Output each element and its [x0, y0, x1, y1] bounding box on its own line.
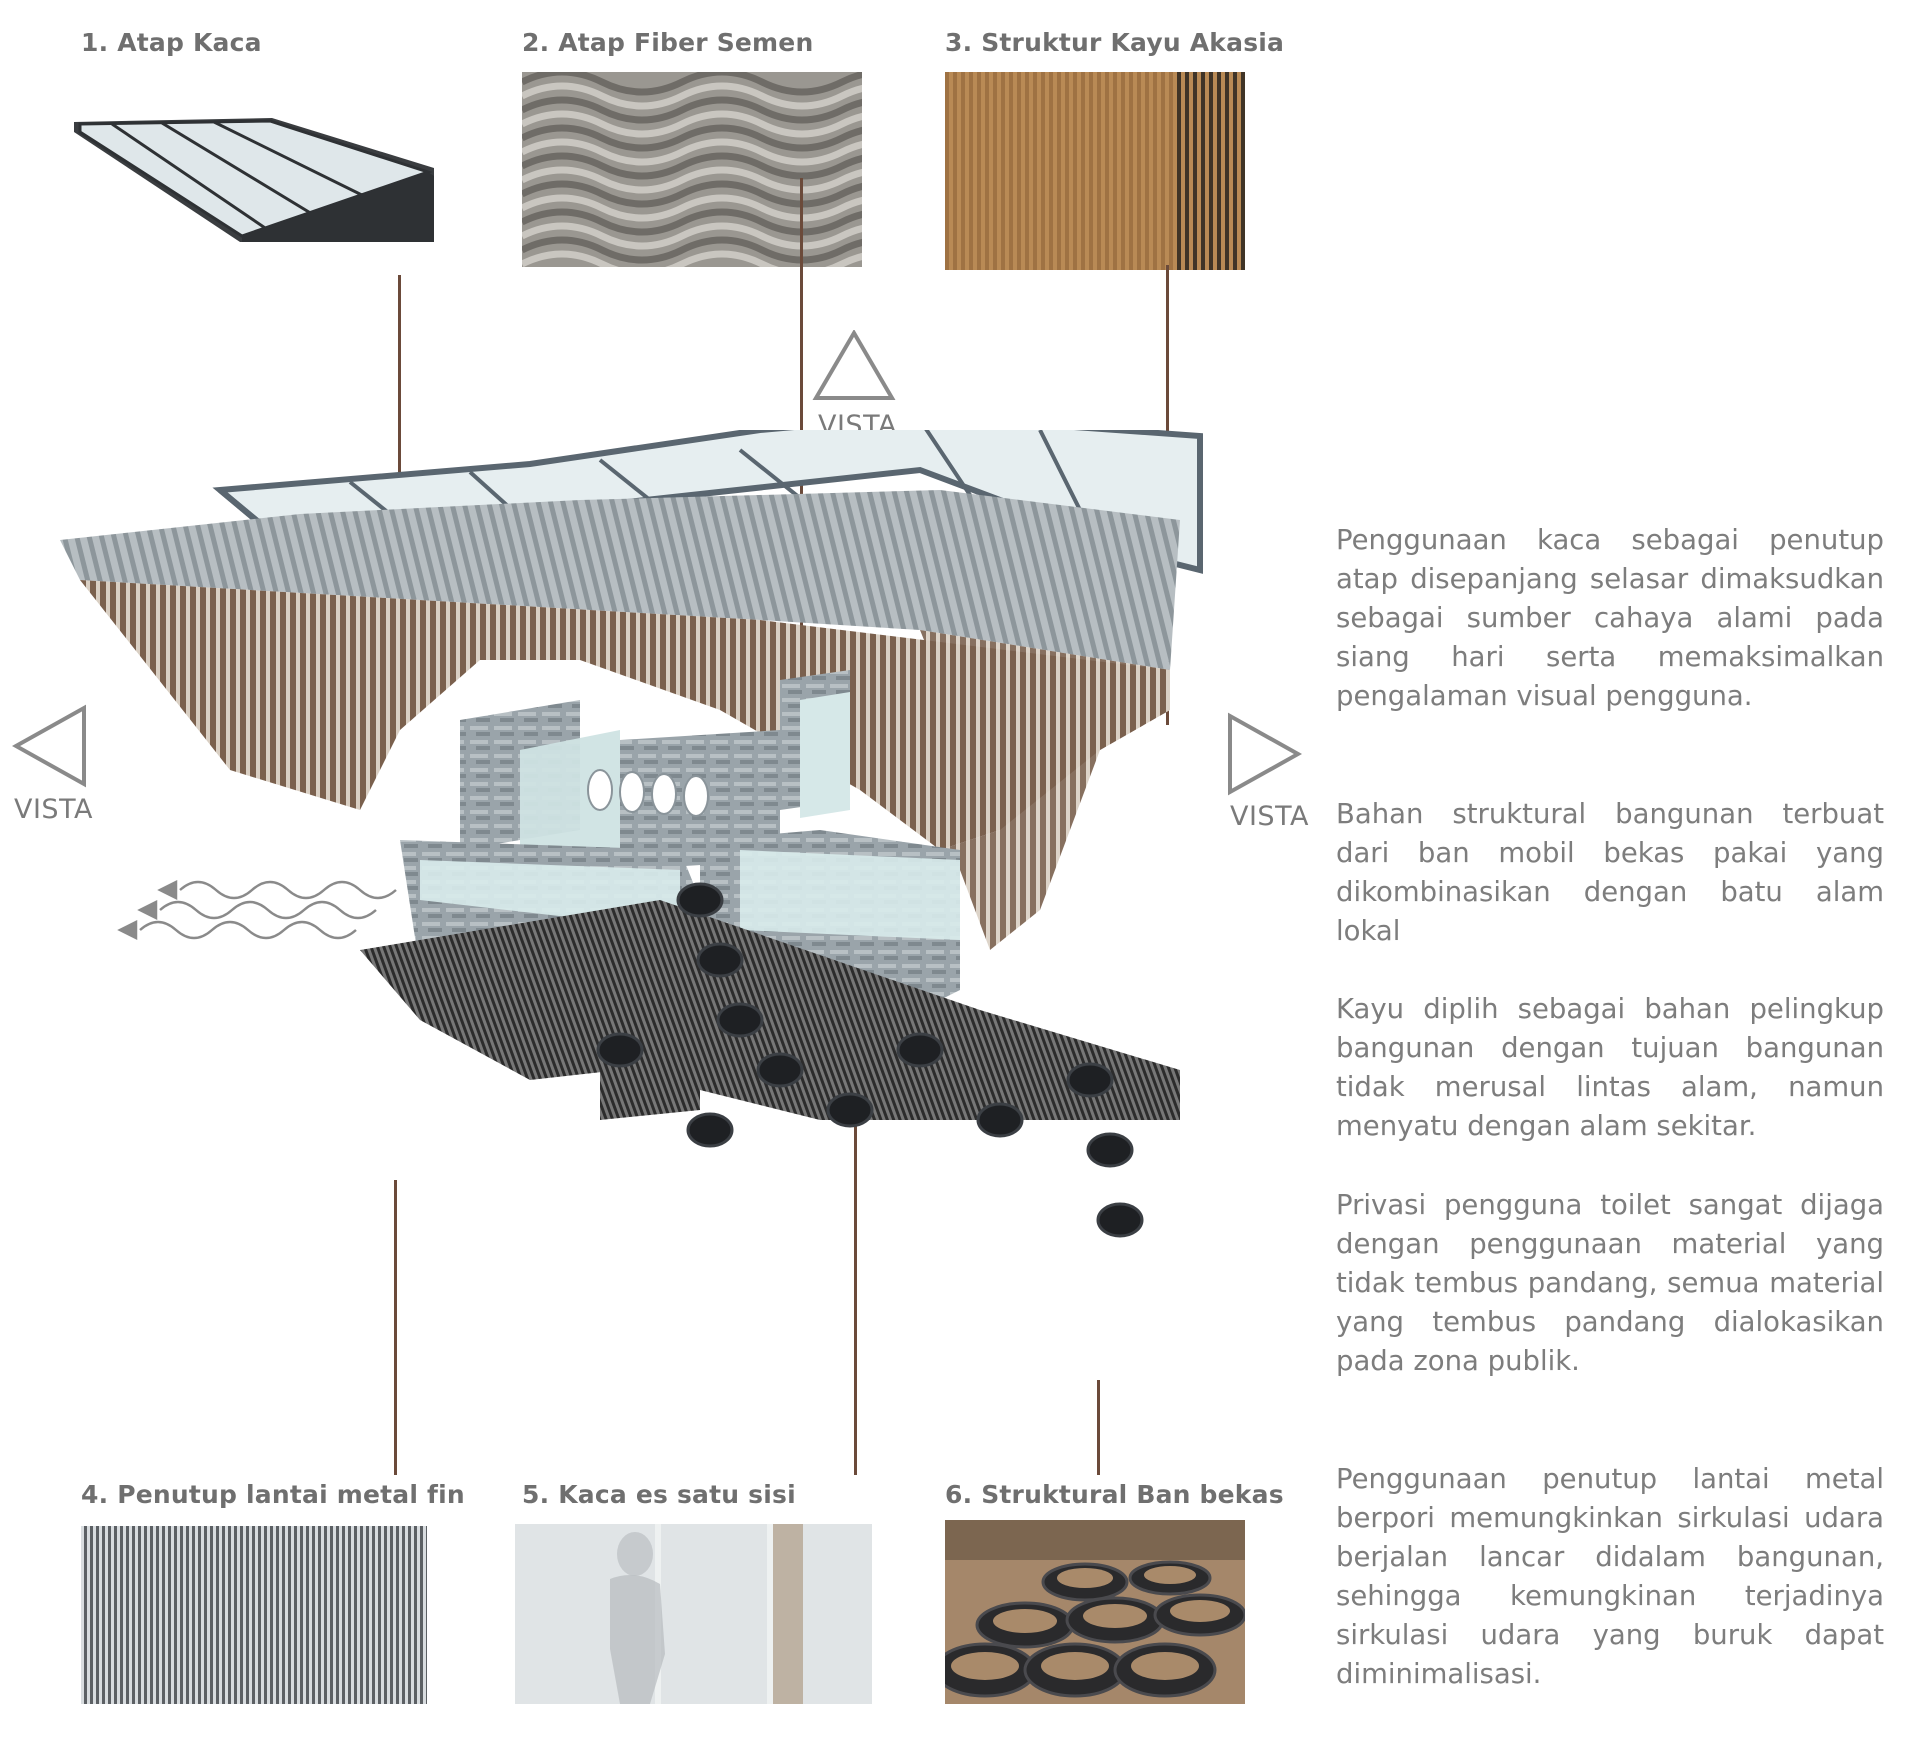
material-label-used-tire: 6. Struktural Ban bekas: [945, 1480, 1284, 1509]
fiber-cement-roof-photo: [522, 72, 862, 267]
material-label-metal-fin: 4. Penutup lantai metal fin: [81, 1480, 465, 1509]
paragraph-privacy: Privasi pengguna toilet sangat dijaga de…: [1336, 1189, 1884, 1377]
vista-left-label: VISTA: [14, 794, 93, 825]
used-tire-structure-photo: [945, 1520, 1245, 1704]
vista-right-label: VISTA: [1230, 801, 1309, 832]
leader-line-used-tire: [1097, 1380, 1100, 1475]
paragraph-structure: Bahan struktural bangunan terbuat dari b…: [1336, 798, 1884, 947]
material-label-fiber-cement: 2. Atap Fiber Semen: [522, 28, 814, 57]
metal-fin-floor-photo: [81, 1526, 427, 1704]
paragraph-metal-floor: Penggunaan penutup lantai metal berpori …: [1336, 1463, 1884, 1690]
metal-fin-floor-layer: [360, 900, 1180, 1120]
vista-top-triangle-icon: [812, 330, 896, 400]
vista-right-triangle-icon: [1228, 712, 1302, 796]
acacia-wood-photo: [945, 72, 1245, 270]
vista-left-triangle-icon: [12, 704, 86, 788]
used-tire-supports-layer: [596, 882, 1144, 1238]
paragraph-wood: Kayu diplih sebagai bahan pelingkup bang…: [1336, 993, 1884, 1142]
material-label-acacia-wood: 3. Struktur Kayu Akasia: [945, 28, 1285, 57]
glass-roof-icon: [72, 110, 440, 250]
frosted-glass-photo: [515, 1524, 872, 1704]
leader-line-metal-fin: [394, 1180, 397, 1475]
leader-line-fiber-cement: [800, 178, 803, 648]
material-label-frosted-glass: 5. Kaca es satu sisi: [522, 1480, 796, 1509]
leader-line-frosted-glass: [854, 1000, 857, 1475]
exploded-axonometric-diagram: [60, 430, 1203, 1238]
leader-line-glass-roof: [398, 275, 401, 490]
paragraph-glass-roof: Penggunaan kaca sebagai penutup atap dis…: [1336, 524, 1884, 712]
material-label-glass-roof: 1. Atap Kaca: [81, 28, 262, 57]
acacia-wood-envelope-layer: [80, 580, 1170, 950]
fiber-cement-roof-layer: [60, 490, 1180, 670]
airflow-wind-icon: [117, 879, 397, 941]
